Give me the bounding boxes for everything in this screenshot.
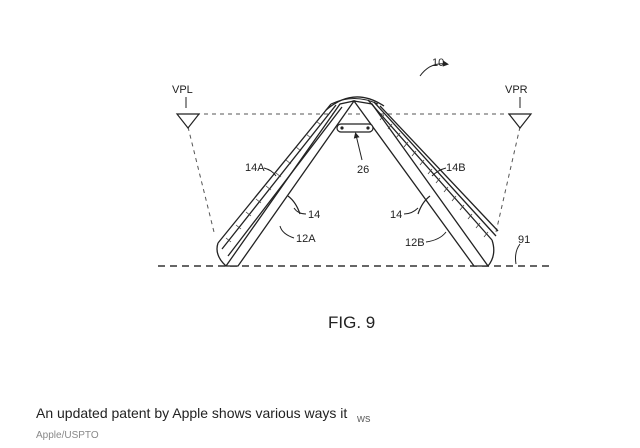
left-housing [216,100,356,267]
right-display-label: 14B [446,162,466,174]
leader-lines [185,60,521,265]
figure-title: FIG. 9 [328,313,375,332]
viewer-left-icon [175,113,201,129]
left-housing-label: 12A [296,233,316,245]
left-display-hatch [225,120,322,243]
sight-lines [187,113,521,233]
left-display-lower-label: 14 [308,209,320,221]
right-display-lower-label: 14 [390,209,402,221]
display-fold-lines [287,195,431,215]
right-housing-label: 12B [405,237,425,249]
image-credit: Apple/USPTO [36,430,99,441]
left-display-label: 14A [245,162,265,174]
vpr-label: VPR [505,84,528,96]
viewer-right-icon [507,113,533,129]
hinge-curve [325,96,385,111]
ref-numeral-label: 10 [432,57,444,69]
hinge-bar [336,123,374,133]
image-caption: An updated patent by Apple shows various… [36,405,348,421]
surface-label: 91 [518,234,530,246]
vpl-label: VPL [172,84,193,96]
hinge-label: 26 [357,164,369,176]
right-display-hatch [379,114,489,238]
right-housing [352,99,499,267]
overlay-badge: ws [356,413,371,425]
